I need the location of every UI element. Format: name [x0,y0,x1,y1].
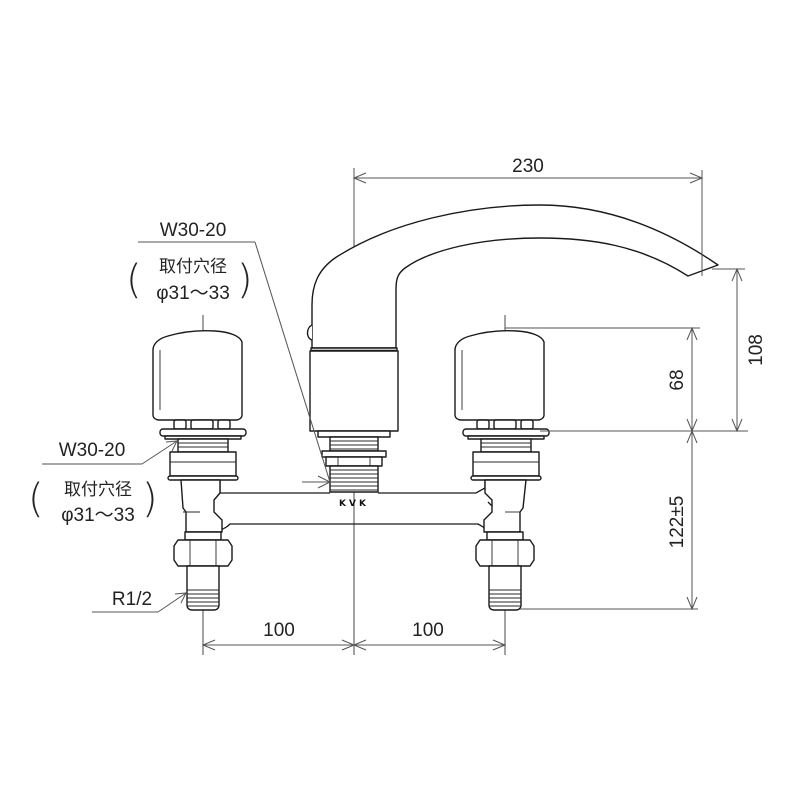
callout-top-paren-left: ( [126,257,142,303]
connection-height-value: 122±5 [667,496,688,549]
callout-top-thread: W30-20 [160,220,227,241]
center-body [309,347,399,493]
right-valve [454,329,550,611]
dimension-connection-height: 122±5 [520,429,698,611]
handle-height-value: 68 [667,369,688,390]
spout-reach-value: 230 [512,156,544,177]
brand-mark: KVK [339,499,369,509]
callout-top-paren-right: ) [237,257,253,303]
callout-mid-paren-right: ) [142,476,158,522]
left-valve [152,329,247,611]
dimension-handle-height: 68 [505,326,700,433]
callout-top-hole-label: 取付穴径 [159,257,227,277]
right-spacing-value: 100 [412,620,444,641]
callout-bottom-thread: R1/2 [112,589,152,610]
callout-mid-left: W30-20 ( ) 取付穴径 φ31〜33 [28,440,178,526]
spout-height-value: 108 [746,334,767,366]
callout-mid-paren-left: ( [28,476,44,522]
dimension-spacing: 100 100 [201,620,507,651]
dimension-spout-height: 108 [540,267,767,433]
dimension-spout-reach: 230 [352,156,704,276]
callout-top-left: W30-20 ( ) 取付穴径 φ31〜33 [126,220,332,489]
left-spacing-value: 100 [263,620,295,641]
spout [306,204,719,349]
callout-mid-thread: W30-20 [59,440,126,461]
callout-mid-hole-label: 取付穴径 [64,480,132,500]
callout-bottom-left: R1/2 [92,589,187,613]
callout-mid-hole-size: φ31〜33 [61,505,135,526]
callout-top-hole-size: φ31〜33 [156,283,230,304]
